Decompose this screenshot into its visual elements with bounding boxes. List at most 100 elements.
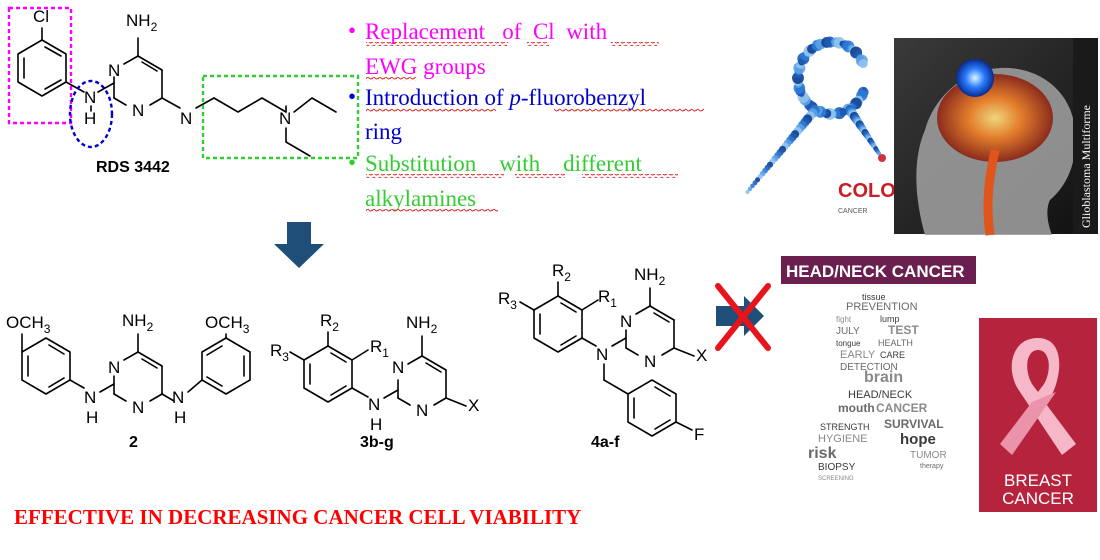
squiggle <box>366 77 416 81</box>
word-cloud-word: tissue <box>862 292 886 302</box>
bullet-2-line2: ring <box>365 119 403 144</box>
nh-highlight-ellipse <box>68 79 114 149</box>
squiggle <box>554 108 704 112</box>
compound-4-ring-n3: N <box>644 352 656 371</box>
blocked-arrow <box>715 283 771 351</box>
glioblastoma-image: Glioblastoma Multiforme <box>894 38 1098 236</box>
squiggle <box>366 42 508 46</box>
compound-3-ring-n3: N <box>416 401 428 420</box>
alkylamine-highlight-box <box>201 74 360 160</box>
squiggle <box>366 209 498 213</box>
word-cloud-word: SURVIVAL <box>884 417 944 431</box>
compound-3-n: N <box>368 395 380 414</box>
bullet-1-line2: EWG groups <box>365 54 486 79</box>
squiggle <box>366 108 496 112</box>
word-cloud-word: risk <box>808 445 837 462</box>
compound-4-ring-n1: N <box>620 312 632 331</box>
word-cloud-word: SCREENING <box>818 476 854 482</box>
word-cloud-word: lump <box>880 314 900 324</box>
compound-3-r2: R2 <box>320 311 339 334</box>
word-cloud-word: TEST <box>888 323 919 337</box>
word-cloud-word: brain <box>864 369 903 386</box>
word-cloud-word: hope <box>900 431 936 448</box>
compound-2-right-substituent: OCH3 <box>205 313 250 336</box>
colon-title: COLON <box>838 180 910 202</box>
bullet-1: • Replacement of Cl with EWG groups <box>348 18 608 79</box>
breast-cancer-image: BREAST CANCER <box>979 318 1097 512</box>
compound-2-ring-n3: N <box>132 398 144 417</box>
bullet-3-dot: • <box>348 150 356 175</box>
brain-icon <box>937 74 1053 162</box>
word-cloud-word: tongue <box>836 339 861 348</box>
compound-2-left-substituent: OCH3 <box>6 313 51 336</box>
compound-4-label: 4a-f <box>591 434 620 451</box>
colon-cancer-image: COLON CANCER <box>745 36 910 215</box>
bullet-1-line1: Replacement of Cl with <box>365 19 608 44</box>
compound-4-structure: R3 R2 R1 N N N NH2 X F 4a-f <box>498 261 707 451</box>
word-cloud-word: DETECTION <box>840 362 898 373</box>
rds-nh2-label: NH2 <box>126 11 158 34</box>
word-cloud-word: therapy <box>920 463 944 470</box>
compound-2-structure: OCH3 N H N N NH2 N H OCH3 2 <box>6 311 251 451</box>
pyrimidine-n1-atom: N <box>108 61 120 80</box>
bullet-list: • Replacement of Cl with EWG groups • In… <box>348 18 704 213</box>
compound-4-r3: R3 <box>498 289 517 312</box>
colon-ribbon-icon <box>745 36 886 195</box>
compound-4-r2: R2 <box>552 261 571 284</box>
bullet-3: • Substitution with different alkylamine… <box>348 150 642 211</box>
word-cloud-word: PREVENTION <box>846 301 918 313</box>
word-cloud-word: mouth <box>838 401 875 415</box>
word-cloud-word: TUMOR <box>910 450 947 461</box>
colon-subtitle: CANCER <box>838 208 868 215</box>
word-cloud-word: JULY <box>836 326 860 337</box>
glioblastoma-caption: Glioblastoma Multiforme <box>1079 105 1093 228</box>
compound-3-ring-n1: N <box>392 358 404 377</box>
compound-3-structure: R3 R2 R1 N H N N NH2 X 3b-g <box>270 311 479 451</box>
compound-2-left-n: N <box>84 388 96 407</box>
compound-3-r1: R1 <box>370 337 389 360</box>
word-cloud-word: CARE <box>880 350 905 360</box>
compound-2-right-n: N <box>172 388 184 407</box>
breast-line1: BREAST <box>1004 471 1072 490</box>
cl-highlight-box <box>7 6 73 125</box>
compound-4-r1: R1 <box>598 287 617 310</box>
word-cloud-word: HEAD/NECK <box>848 389 913 401</box>
head-neck-banner <box>781 256 976 284</box>
pyrimidine-ring <box>113 37 181 109</box>
word-cloud-word: BIOPSY <box>818 462 856 473</box>
compound-3-r3: R3 <box>270 341 289 364</box>
linker-h-atom: H <box>84 109 96 128</box>
compound-2-nh2: NH2 <box>122 311 154 334</box>
down-arrow-icon <box>274 222 324 268</box>
compound-3-h: H <box>370 415 382 434</box>
bullet-2: • Introduction of p-fluorobenzyl ring <box>348 84 646 144</box>
rds-nh2-group: NH2 <box>126 11 158 34</box>
chain-n-atom: N <box>180 109 192 128</box>
squiggle <box>515 174 565 178</box>
bullet-2-line1: Introduction of p-fluorobenzyl <box>365 85 646 110</box>
head-neck-banner-text: HEAD/NECK CANCER <box>786 262 965 281</box>
squiggle <box>527 42 549 46</box>
compound-4-n: N <box>596 345 608 364</box>
squiggle <box>611 42 659 46</box>
conclusion-text: EFFECTIVE IN DECREASING CANCER CELL VIAB… <box>14 505 581 529</box>
squiggle <box>366 174 504 178</box>
linker-n-atom: N <box>84 88 96 107</box>
compound-4-f: F <box>694 425 704 444</box>
tumor-icon <box>956 59 994 97</box>
bullet-3-line1: Substitution with different <box>365 151 642 176</box>
word-cloud-word: EARLY <box>840 349 876 361</box>
word-cloud-word: HEALTH <box>878 338 913 348</box>
word-cloud-word: HYGIENE <box>818 433 868 445</box>
rds3442-structure: Cl N H N N NH2 N N RD <box>17 7 337 176</box>
compound-2-ring-n1: N <box>108 358 120 377</box>
compound-2-label: 2 <box>129 434 138 451</box>
rds3442-label: RDS 3442 <box>96 159 170 176</box>
word-cloud-word: fight <box>836 315 852 324</box>
bullet-3-line2: alkylamines <box>365 186 476 211</box>
compound-3-label: 3b-g <box>360 434 394 451</box>
